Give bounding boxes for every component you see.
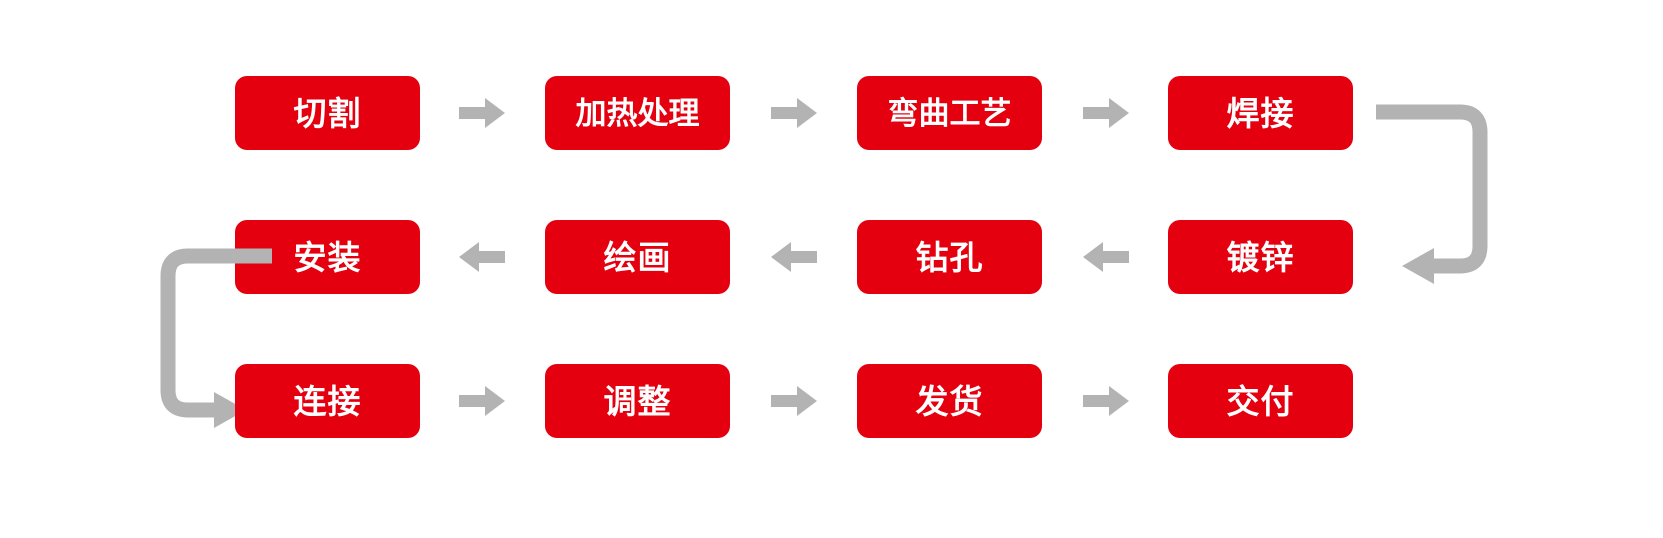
node-painting[interactable]: 绘画	[545, 220, 730, 294]
node-delivery-label: 交付	[1226, 382, 1295, 420]
node-cutting[interactable]: 切割	[235, 76, 420, 150]
node-drilling[interactable]: 钻孔	[857, 220, 1042, 294]
arrow-bending-to-welding	[1083, 96, 1129, 130]
arrow-painting-to-installation	[459, 240, 505, 274]
arrow-shipping-to-delivery	[1083, 384, 1129, 418]
node-adjusting[interactable]: 调整	[545, 364, 730, 438]
arrow-connecting-to-adjusting	[459, 384, 505, 418]
connector-installation-to-connecting	[150, 240, 280, 430]
node-galvanizing-label: 镀锌	[1226, 238, 1295, 276]
arrow-galvanizing-to-drilling	[1083, 240, 1129, 274]
arrow-drilling-to-painting	[771, 240, 817, 274]
arrow-heating-to-bending	[771, 96, 817, 130]
node-galvanizing[interactable]: 镀锌	[1168, 220, 1353, 294]
node-heat-treatment[interactable]: 加热处理	[545, 76, 730, 150]
node-connecting-label: 连接	[293, 382, 362, 420]
arrow-cutting-to-heating	[459, 96, 505, 130]
node-shipping-label: 发货	[915, 382, 984, 420]
arrow-adjusting-to-shipping	[771, 384, 817, 418]
node-installation-label: 安装	[293, 238, 362, 276]
node-bending-process[interactable]: 弯曲工艺	[857, 76, 1042, 150]
node-cutting-label: 切割	[293, 94, 362, 132]
node-drilling-label: 钻孔	[915, 238, 984, 276]
node-shipping[interactable]: 发货	[857, 364, 1042, 438]
node-adjusting-label: 调整	[603, 382, 672, 420]
node-painting-label: 绘画	[603, 238, 672, 276]
node-connecting[interactable]: 连接	[235, 364, 420, 438]
node-heat-treatment-label: 加热处理	[575, 95, 700, 131]
connector-welding-to-galvanizing	[1368, 96, 1498, 286]
node-bending-process-label: 弯曲工艺	[887, 95, 1012, 131]
node-welding-label: 焊接	[1226, 94, 1295, 132]
node-welding[interactable]: 焊接	[1168, 76, 1353, 150]
node-delivery[interactable]: 交付	[1168, 364, 1353, 438]
